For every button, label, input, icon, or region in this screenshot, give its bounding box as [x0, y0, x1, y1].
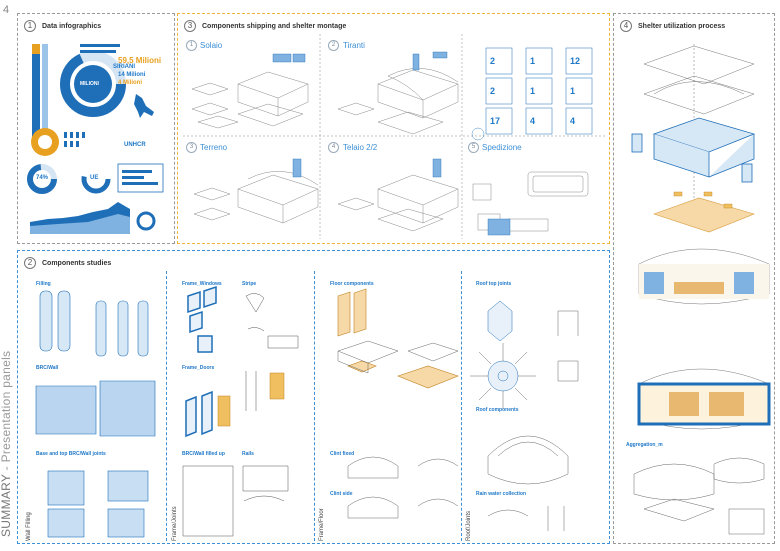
tile-number: 4	[328, 142, 339, 153]
panel-data-infographics: 1 Data infographics 59,5 Mi	[17, 13, 175, 244]
stat-ue: UE	[90, 175, 99, 181]
col1-vertical-label: Wall Filling	[26, 512, 32, 541]
stat-milioni: MILIONI	[80, 81, 99, 87]
col1-title-filling: Filling	[36, 281, 51, 287]
page-number: 4	[3, 4, 10, 16]
panel-components-studies: 2 Components studies Filling BRC/Wall Ba…	[17, 250, 610, 544]
col2-title-windows: Frame_Windows	[182, 281, 222, 287]
exploded-shelter-drawing	[631, 44, 771, 535]
stat-14m: 14 Milioni	[118, 72, 146, 78]
panel-title: Components shipping and shelter montage	[202, 22, 347, 30]
col2-title-rails: Rails	[242, 451, 254, 457]
aggregation-caption: Aggregation_m	[626, 442, 663, 448]
col3-title-clint-side: Clint side	[330, 491, 353, 497]
panel-number: 2	[24, 257, 36, 269]
count-5: 1	[530, 86, 536, 96]
montage-drawings	[183, 34, 606, 239]
panel-title: Data infographics	[42, 22, 102, 30]
side-title-rest: - Presentation panels	[0, 350, 13, 474]
tile-title-telaio: Telaio 2/2	[343, 143, 378, 152]
panel-number: 1	[24, 20, 36, 32]
col1-title-brc-wall: BRC/Wall	[36, 365, 59, 371]
count-8: 4	[530, 116, 536, 126]
count-9: 4	[570, 116, 576, 126]
tile-title-terreno: Terreno	[200, 143, 228, 152]
col4-title-roof-components: Roof components	[476, 407, 519, 413]
tile-number: 5	[468, 142, 479, 153]
tile-title-tiranti: Tiranti	[343, 41, 365, 50]
count-4: 2	[490, 86, 496, 96]
col4-vertical-label: Roof/Joints	[466, 510, 472, 541]
stat-4m: 4 Milioni	[118, 80, 142, 86]
tile-title-solaio: Solaio	[200, 41, 223, 50]
col2-vertical-label: Frame/Joints	[172, 506, 178, 541]
panel-number: 4	[620, 20, 632, 32]
col2-title-stripe: Stripe	[242, 281, 257, 287]
count-1: 2	[490, 56, 496, 66]
col3-vertical-label: Frame/Floor	[319, 508, 325, 541]
count-2: 1	[530, 56, 536, 66]
count-7: 17	[490, 116, 501, 126]
stat-siriani: SIRIANI	[113, 64, 136, 70]
tile-number: 1	[186, 40, 197, 51]
side-title-bold: SUMMARY	[0, 473, 13, 537]
panel-title: Shelter utilization process	[638, 22, 726, 30]
side-title: SUMMARY - Presentation panels	[0, 337, 15, 537]
count-6: 1	[570, 86, 576, 96]
tile-title-spedizione: Spedizione	[482, 143, 522, 152]
tile-number: 3	[186, 142, 197, 153]
col2-title-doors: Frame_Doors	[182, 365, 215, 371]
stat-unhcr: UNHCR	[124, 142, 146, 148]
col3-title-floor: Floor components	[330, 281, 374, 287]
col2-title-filled: BRC/Wall filled up	[182, 451, 225, 457]
tile-number: 2	[328, 40, 339, 51]
col3-title-clint-fixed: Clint fixed	[330, 451, 355, 457]
components-drawings	[35, 285, 579, 538]
stat-main: 59,5 Milioni	[118, 56, 162, 65]
col4-title-rain: Rain water collection	[476, 491, 527, 497]
panel-shipping-montage: 3 Components shipping and shelter montag…	[177, 13, 610, 244]
col1-title-joints: Base and top BRC/Wall joints	[36, 451, 106, 457]
count-3: 12	[570, 56, 581, 66]
panel-utilization-process: 4 Shelter utilization process	[613, 13, 775, 544]
col4-title-roof-joints: Roof top joints	[476, 281, 512, 287]
population-chart	[27, 44, 164, 234]
panel-number: 3	[184, 20, 196, 32]
panel-title: Components studies	[42, 259, 112, 267]
stat-74: 74%	[36, 175, 49, 181]
